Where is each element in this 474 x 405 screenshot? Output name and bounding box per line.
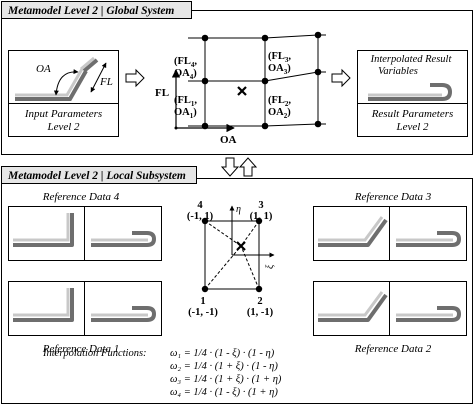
global-panel-title-tab [1,1,192,19]
input-parameters-box: OA FL Input Parameters Level 2 [8,50,119,137]
target-point-marker [237,86,247,96]
input-caption-line2: Level 2 [46,121,80,133]
node-2-id: 2 [257,296,262,307]
result-caption-line2: Level 2 [395,121,429,133]
fl-dimension-label: FL [99,76,113,88]
grid-y-axis-label: FL [155,87,169,99]
node-3-coord: (1, 1) [250,211,273,222]
ref4-part-hem [91,231,157,247]
parameter-grid: FL OA [155,31,326,146]
node-label-1: (FL1, OA1) [174,95,197,120]
node-1-id: 1 [200,296,205,307]
svg-text:OA4): OA4) [174,68,197,81]
ref3-box [313,206,467,261]
ref4-part-vertical-flange [13,213,74,247]
element-target-marker [236,241,246,251]
ref3-part-hem [396,231,462,247]
result-caption-line1: Result Parameters [371,108,454,120]
svg-text:(FL3,: (FL3, [268,51,291,64]
function-omega-2: ω₂ = 1/4 · (1 + ξ) · (1 - η) [170,361,278,372]
grid-x-axis-label: OA [220,134,237,146]
node-3-id: 3 [258,200,263,211]
local-panel-title-tab [1,166,197,184]
result-parameters-box: Interpolated Result Variables Result Par… [357,50,468,137]
node-4-id: 4 [197,200,203,211]
ref3-part-angled-flange [318,216,388,247]
svg-text:(FL4,: (FL4, [174,56,197,69]
result-top-line2: Variables [378,66,418,77]
ref1-box [8,281,162,336]
ref1-label: Reference Data 1 [42,343,120,355]
svg-text:OA3): OA3) [268,63,291,76]
node-label-2: (FL2, OA2) [268,95,291,120]
oa-dimension-label: OA [36,63,51,75]
svg-text:(FL2,: (FL2, [268,95,291,108]
ref2-box [313,281,467,336]
input-caption-line1: Input Parameters [24,108,102,120]
function-omega-4: ω₄ = 1/4 · (1 - ξ) · (1 + η) [170,387,278,398]
result-hemmed-part [368,83,453,101]
interpolation-functions-label: Interpolation Functions: [42,348,147,359]
function-omega-3: ω₃ = 1/4 · (1 + ξ) · (1 + η) [170,374,282,385]
svg-text:OA1): OA1) [174,107,197,120]
ref3-label: Reference Data 3 [354,191,432,203]
isoparametric-element: η ξ 4 (-1, 1) 3 (1, 1) 1 (-1, -1) 2 (1, … [187,200,276,318]
node-label-3: (FL3, OA3) [268,51,291,76]
panel-link-arrows-icon [220,157,258,177]
node-1-coord: (-1, -1) [188,307,218,318]
ref2-part-angled-flange [318,291,388,322]
xi-axis-label: ξ [265,264,276,269]
ref2-label: Reference Data 2 [354,343,432,355]
node-4-coord: (-1, 1) [187,211,214,222]
local-panel-title: Metamodel Level 2 | Local Subsystem [7,170,186,182]
node-label-4: (FL4, OA4) [174,56,197,81]
eta-axis-label: η [236,204,241,215]
result-top-line1: Interpolated Result [370,54,453,65]
ref4-label: Reference Data 4 [42,191,120,203]
ref4-box [8,206,162,261]
function-omega-1: ω₁ = 1/4 · (1 - ξ) · (1 - η) [170,348,275,359]
svg-text:(FL1,: (FL1, [174,95,197,108]
oa-angle-arc [53,69,79,96]
fl-dimension-line [90,62,107,93]
svg-text:OA2): OA2) [268,107,291,120]
ref1-part-hem [91,306,157,322]
node-2-coord: (1, -1) [247,307,274,318]
ref2-part-hem [396,306,462,322]
ref1-part-vertical-flange [13,288,74,322]
interpolation-functions: ω₁ = 1/4 · (1 - ξ) · (1 - η) ω₂ = 1/4 · … [170,348,282,398]
global-panel-title: Metamodel Level 2 | Global System [7,5,174,17]
